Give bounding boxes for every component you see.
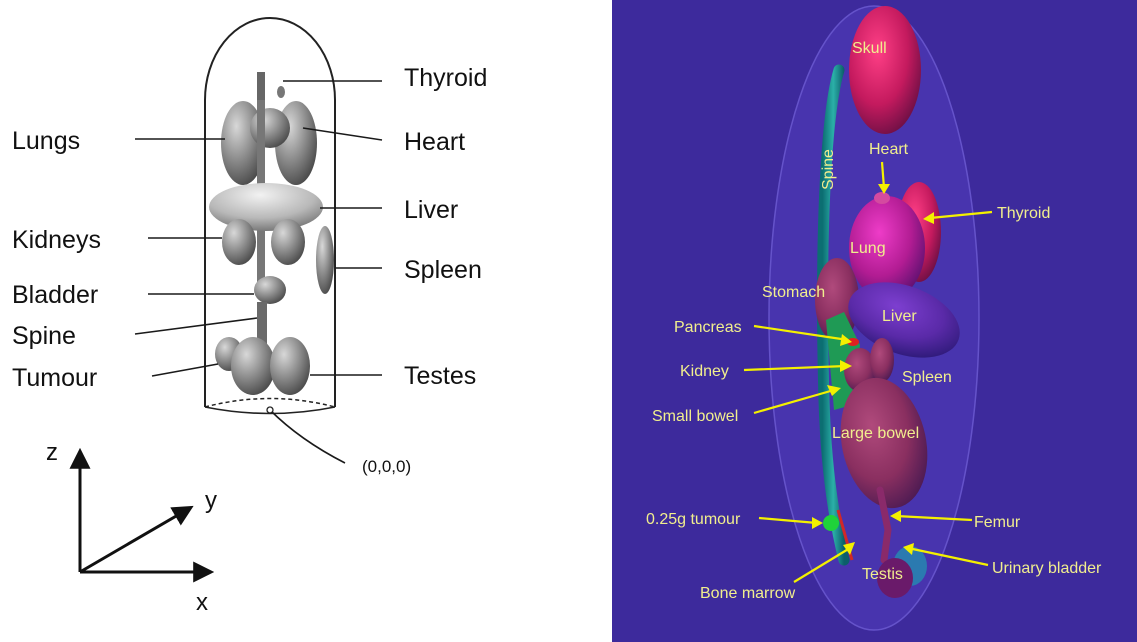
label-heart: Heart: [869, 141, 909, 158]
spine-shape-upper: [257, 72, 265, 102]
label-liver: Liver: [882, 308, 917, 325]
label-small-bowel: Small bowel: [652, 408, 738, 425]
tumour-shape: [823, 515, 839, 531]
heart-shape: [250, 108, 290, 148]
kidneys-shape-right: [271, 219, 305, 265]
label-stomach: Stomach: [762, 284, 825, 301]
tumour-arrow: [759, 517, 823, 529]
label-bladder: Bladder: [12, 281, 98, 309]
label-spleen: Spleen: [902, 369, 952, 386]
spleen-shape: [316, 226, 334, 294]
label-testis: Testis: [862, 566, 903, 583]
spine-leader: [135, 318, 257, 334]
label-heart: Heart: [404, 128, 465, 156]
label-kidneys: Kidneys: [12, 226, 101, 254]
label-large-bowel: Large bowel: [832, 425, 919, 442]
label-tumour: Tumour: [12, 364, 97, 392]
label-bone-marrow: Bone marrow: [700, 585, 796, 602]
label-urinary-bladder: Urinary bladder: [992, 560, 1102, 577]
skull-shape: [849, 6, 921, 134]
cylinder-base-back: [205, 399, 335, 408]
heart-shape: [874, 192, 890, 204]
tumour-leader: [152, 364, 218, 376]
label-pancreas: Pancreas: [674, 319, 742, 336]
label-femur: Femur: [974, 514, 1021, 531]
label-liver: Liver: [404, 196, 458, 224]
origin-leader: [270, 410, 345, 463]
label-tumour: 0.25g tumour: [646, 511, 741, 528]
y-axis-arrow: [80, 508, 190, 572]
y-axis-label: y: [205, 487, 217, 514]
bladder-shape: [254, 276, 286, 304]
phantom-svg: Thyroid Lungs Heart Liver Kidneys Spleen…: [0, 0, 612, 642]
testes-shape-right: [270, 337, 310, 395]
label-kidney: Kidney: [680, 363, 729, 380]
z-axis-label: z: [46, 439, 58, 466]
label-spine: Spine: [820, 149, 837, 190]
liver-shape: [209, 183, 323, 231]
mouse-phantom-diagram: Thyroid Lungs Heart Liver Kidneys Spleen…: [0, 0, 612, 642]
mouse-model-render: Skull Spine Heart Thyroid Lung Stomach L…: [612, 0, 1137, 642]
label-thyroid: Thyroid: [404, 64, 487, 92]
label-lungs: Lungs: [12, 127, 80, 155]
testes-shape-left: [231, 337, 275, 395]
spleen-shape: [870, 338, 894, 382]
label-lung: Lung: [850, 240, 886, 257]
thyroid-shape: [277, 86, 285, 98]
x-axis-label: x: [196, 589, 208, 616]
render-svg: Skull Spine Heart Thyroid Lung Stomach L…: [612, 0, 1137, 642]
origin-point: [267, 407, 273, 413]
label-origin: (0,0,0): [362, 457, 411, 476]
label-spine: Spine: [12, 322, 76, 350]
label-spleen: Spleen: [404, 256, 482, 284]
label-skull: Skull: [852, 40, 887, 57]
label-testes: Testes: [404, 362, 476, 390]
label-thyroid: Thyroid: [997, 205, 1050, 222]
kidneys-shape-left: [222, 219, 256, 265]
